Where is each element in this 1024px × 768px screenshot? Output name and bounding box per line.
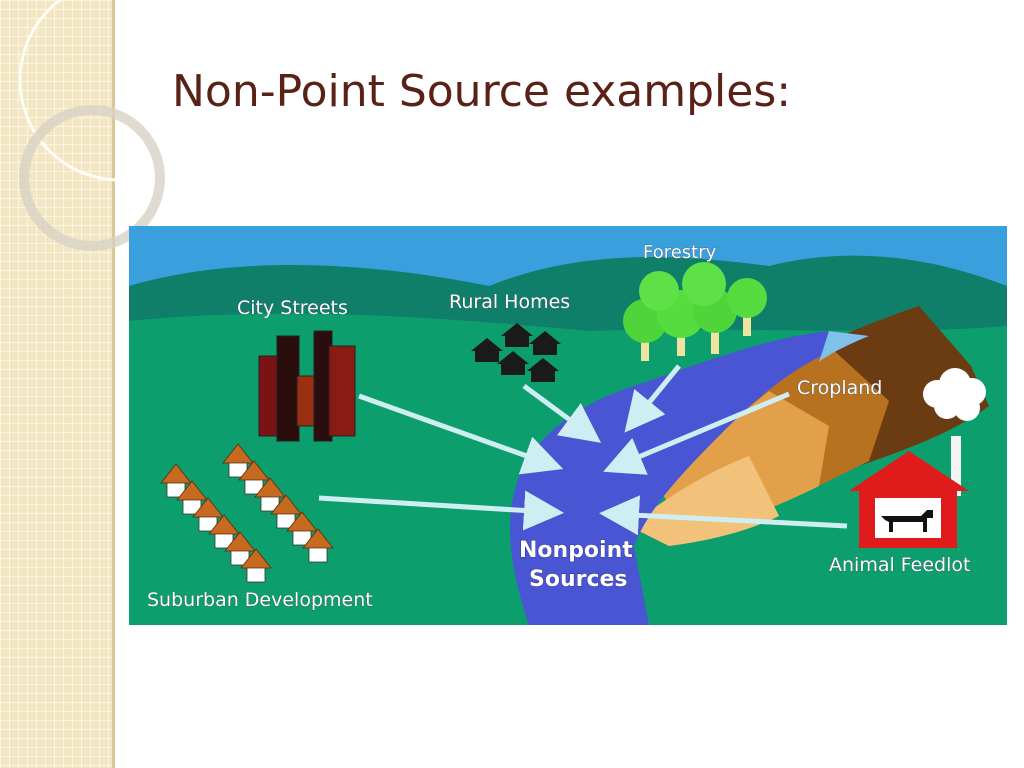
nonpoint-source-diagram: Forestry City Streets Rural Homes Cropla…: [129, 226, 1007, 625]
label-suburban-development: Suburban Development: [147, 589, 373, 611]
arrow-rural: [522, 383, 602, 443]
river-highlight: [819, 331, 869, 362]
arrow-forestry: [624, 364, 681, 433]
label-city-streets: City Streets: [237, 297, 348, 319]
slide-title: Non-Point Source examples:: [172, 66, 792, 117]
chimney: [951, 436, 961, 496]
suburban-houses: [160, 443, 334, 583]
rural-homes: [471, 323, 561, 382]
arrow-feedlot: [599, 495, 848, 536]
decorative-side-band: [0, 0, 112, 768]
label-nonpoint: Nonpoint: [519, 538, 633, 563]
arrow-city: [358, 393, 564, 475]
arrow-cropland: [603, 391, 790, 475]
decorative-swirl-circles: [18, 0, 200, 251]
arrow-suburban: [318, 490, 564, 531]
label-animal-feedlot: Animal Feedlot: [829, 554, 970, 576]
label-forestry: Forestry: [643, 242, 717, 263]
label-sources: Sources: [529, 567, 628, 592]
animal-feedlot-barn: [849, 451, 969, 548]
smoke-cloud: [923, 368, 986, 421]
cropland-pale: [629, 456, 779, 546]
forestry-trees: [623, 262, 767, 361]
label-rural-homes: Rural Homes: [449, 291, 570, 313]
flow-arrows: [318, 364, 848, 536]
side-band-edge: [112, 0, 115, 768]
label-cropland: Cropland: [797, 377, 882, 399]
city-buildings: [258, 330, 356, 442]
